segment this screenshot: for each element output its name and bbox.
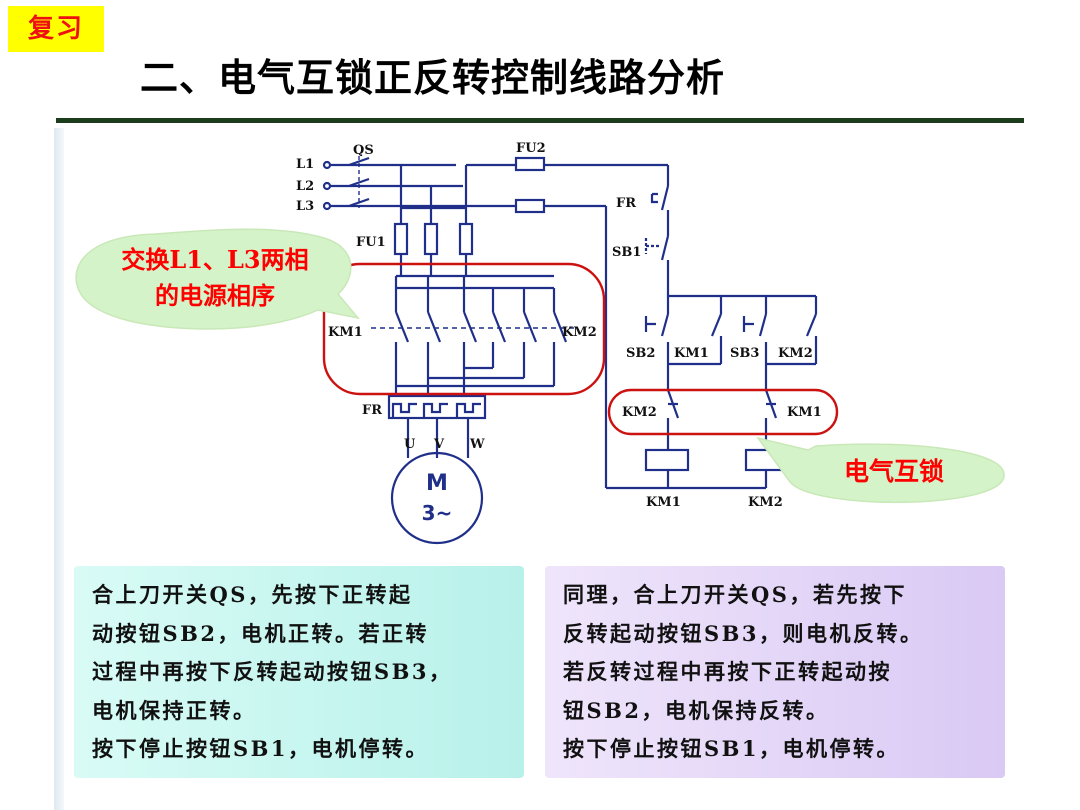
km1-main-contacts (394, 311, 478, 343)
label-sb2: SB2 (626, 346, 655, 361)
km2-interlock-contact (666, 389, 680, 419)
left-strip (54, 128, 64, 810)
terminal-l2 (322, 181, 332, 191)
label-coil-km2: KM2 (748, 495, 783, 510)
fr-nc-contact (650, 165, 670, 228)
circuit-diagram: L1 L2 L3 QS FU1 FU2 KM1 KM2 FR U V W FR … (75, 141, 1005, 545)
swap-highlight-ring (322, 262, 606, 396)
review-tag: 复习 (8, 6, 104, 52)
terminal-l1 (322, 160, 332, 170)
panel-line: 按下停止按钮SB1，电机停转。 (92, 736, 430, 761)
panel-line: 按下停止按钮SB1，电机停转。 (563, 736, 901, 761)
reverse-explanation-panel: 同理，合上刀开关QS，若先按下 反转起动按钮SB3，则电机反转。 若反转过程中再… (545, 566, 1005, 778)
motor-phase-label: 3~ (422, 501, 453, 525)
panel-line: 动按钮SB2，电机正转。若正转 (92, 620, 430, 646)
panel-line: 若反转过程中再按下正转起动按 (563, 659, 892, 684)
terminal-l3 (322, 201, 332, 211)
label-terminal-v: V (433, 437, 445, 452)
title-rule (56, 118, 1024, 123)
label-km2-main: KM2 (562, 325, 597, 340)
fuse-fu1-a (393, 222, 409, 256)
label-coil-km1: KM1 (646, 495, 681, 510)
km1-hold-contact (710, 313, 723, 337)
label-fr-main: FR (362, 403, 382, 418)
panel-line: 同理，合上刀开关QS，若先按下 (563, 582, 907, 607)
panel-line: 反转起动按钮SB3，则电机反转。 (563, 620, 924, 646)
label-qs: QS (353, 143, 374, 158)
thermal-relay-fr (387, 394, 487, 420)
stop-button-sb1 (644, 228, 670, 296)
interlock-highlight-ring (607, 388, 839, 436)
label-fu2: FU2 (516, 141, 546, 156)
label-fr-control: FR (616, 196, 636, 211)
km1-interlock-contact (764, 389, 778, 419)
panel-line: 合上刀开关QS，先按下正转起 (92, 582, 413, 607)
panel-line: 过程中再按下反转起动按钮SB3， (92, 659, 453, 684)
knife-switch-qs (348, 156, 370, 208)
swap-callout-text: 交换L1、L3两相的电源相序 (121, 245, 309, 310)
panel-line: 钮SB2，电机保持反转。 (563, 697, 830, 723)
label-km1-main: KM1 (328, 325, 363, 340)
label-km2-hold: KM2 (778, 346, 813, 361)
label-terminal-u: U (404, 437, 416, 452)
panel-line: 电机保持正转。 (92, 697, 257, 723)
sb2-start-fwd (644, 313, 670, 337)
interlock-callout-text: 电气互锁 (843, 457, 944, 486)
label-km2-interlock: KM2 (622, 405, 657, 420)
fuse-fu1-b (423, 222, 439, 256)
forward-explanation-panel: 合上刀开关QS，先按下正转起 动按钮SB2，电机正转。若正转 过程中再按下反转起… (74, 566, 524, 778)
interlock-callout-bubble (756, 436, 1005, 504)
label-sb3: SB3 (730, 346, 759, 361)
label-sb1: SB1 (612, 245, 641, 260)
label-fu1: FU1 (356, 235, 386, 250)
label-l1: L1 (296, 157, 314, 172)
fuse-fu2-top (514, 156, 546, 172)
coil-km1 (644, 448, 690, 472)
label-km1-hold: KM1 (674, 346, 709, 361)
label-km1-interlock: KM1 (787, 405, 822, 420)
slide-title: 二、电气互锁正反转控制线路分析 (140, 56, 726, 100)
fuse-fu1-c (458, 222, 474, 256)
motor-label: M (426, 471, 448, 496)
motor-circle (390, 451, 484, 545)
sb3-start-rev (742, 313, 768, 337)
fuse-fu2-bottom (514, 198, 546, 214)
label-terminal-w: W (469, 437, 485, 452)
km2-hold-contact (805, 313, 818, 337)
label-l3: L3 (296, 199, 314, 214)
label-l2: L2 (296, 179, 314, 194)
swap-callout-bubble (75, 228, 360, 330)
phase-swap-wiring (396, 342, 556, 388)
km2-main-contacts (491, 311, 568, 343)
